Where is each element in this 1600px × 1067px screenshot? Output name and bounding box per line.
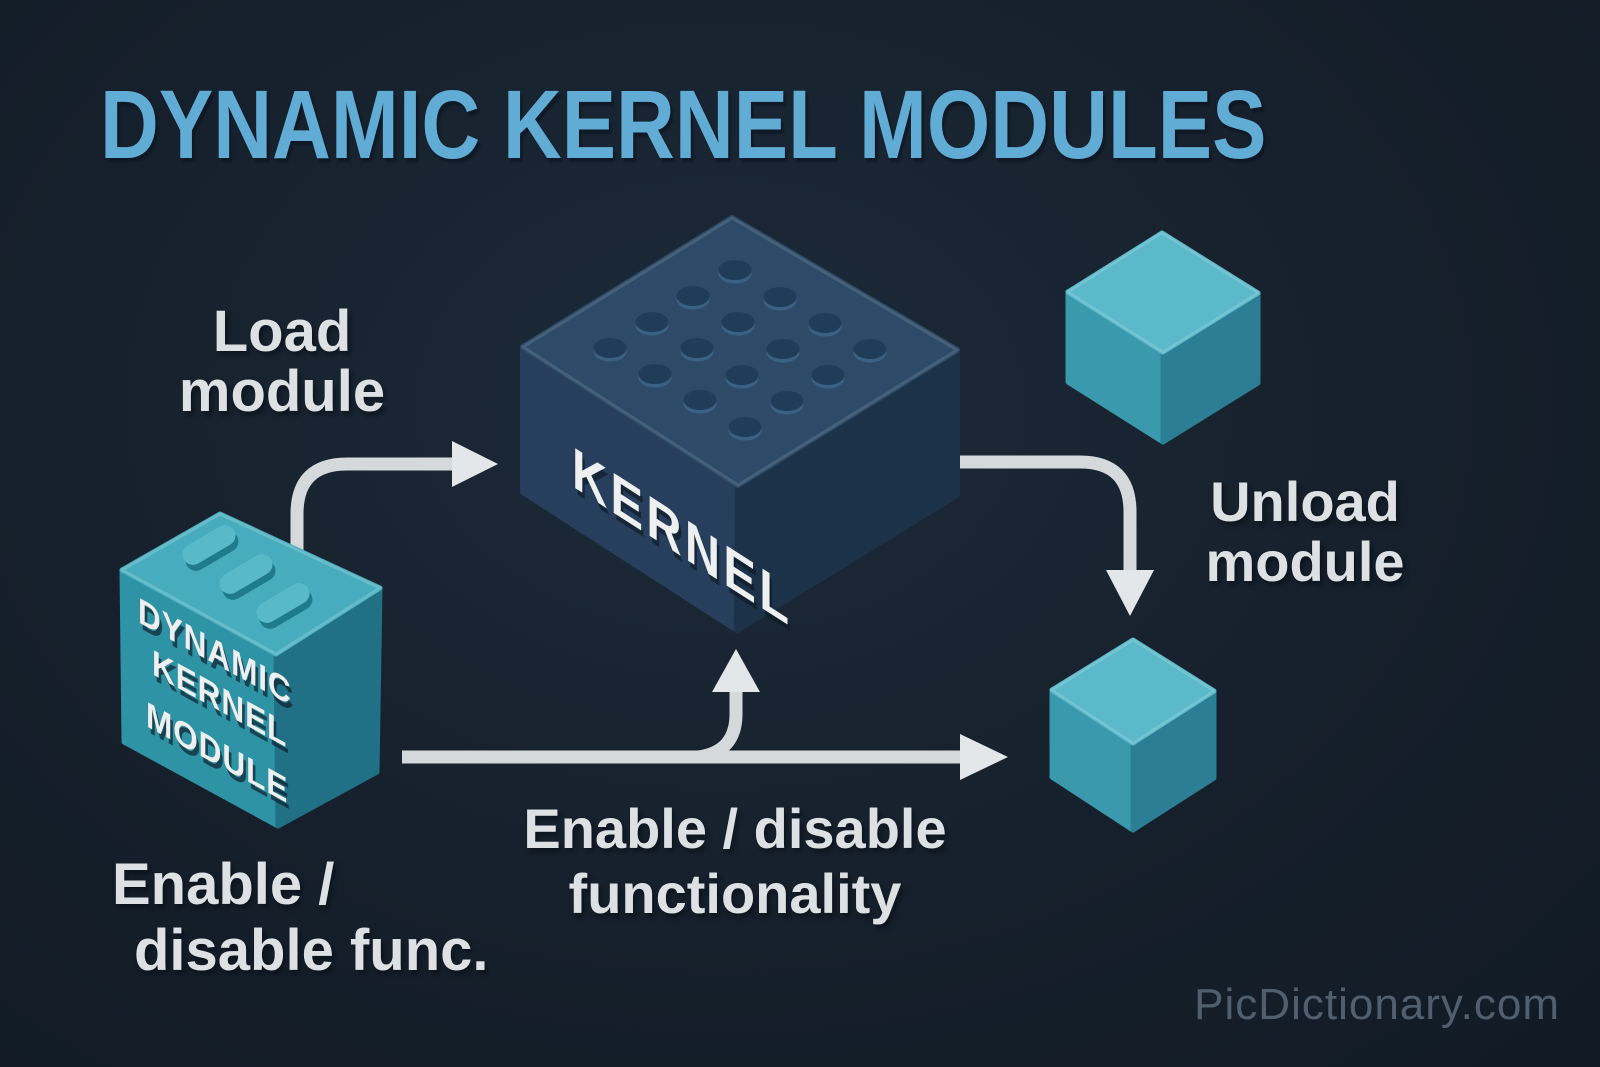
enable-disable-func-label: Enable / disable func. xyxy=(112,852,489,984)
watermark: PicDictionary.com xyxy=(1194,980,1560,1029)
unload-module-label-line1: Unload xyxy=(1210,470,1400,533)
module-top-bevel xyxy=(120,512,382,656)
load-module-label: Load module xyxy=(112,302,452,422)
enable-disable-arrow xyxy=(402,649,1008,780)
small-cube-top-bevel xyxy=(1066,231,1260,354)
enable-disable-functionality-label: Enable / disable functionality xyxy=(465,796,1005,926)
load-module-label-line2: module xyxy=(178,359,386,424)
module-cube: DYNAMIC KERNEL MODULE xyxy=(119,511,383,829)
load-module-label-line1: Load xyxy=(212,299,352,364)
kernel-studs xyxy=(593,260,887,441)
page-title: DYNAMIC KERNEL MODULES xyxy=(100,70,1267,179)
unload-module-label-line2: module xyxy=(1205,530,1405,593)
small-cube-bottom-bevel xyxy=(1050,638,1216,745)
load-arrow xyxy=(290,441,498,562)
kernel-top-face xyxy=(520,215,960,488)
enable-disable-func-label-line1: Enable / xyxy=(112,852,335,917)
module-pills xyxy=(182,525,313,629)
enable-disable-label-line2: functionality xyxy=(568,862,902,925)
unload-arrow xyxy=(960,455,1154,616)
small-cube-bottom-top-face xyxy=(1049,637,1217,746)
unload-module-label: Unload module xyxy=(1140,472,1470,592)
enable-disable-label-line1: Enable / disable xyxy=(523,797,947,860)
enable-disable-func-label-line2: disable func. xyxy=(134,918,489,983)
small-cube-top xyxy=(1065,230,1261,445)
enable-arrow-branch xyxy=(696,692,743,764)
kernel-top-bevel xyxy=(521,216,959,487)
small-cube-top-top-face xyxy=(1065,230,1261,355)
small-cube-bottom xyxy=(1049,637,1217,833)
kernel-cube: KERNEL xyxy=(520,215,960,641)
